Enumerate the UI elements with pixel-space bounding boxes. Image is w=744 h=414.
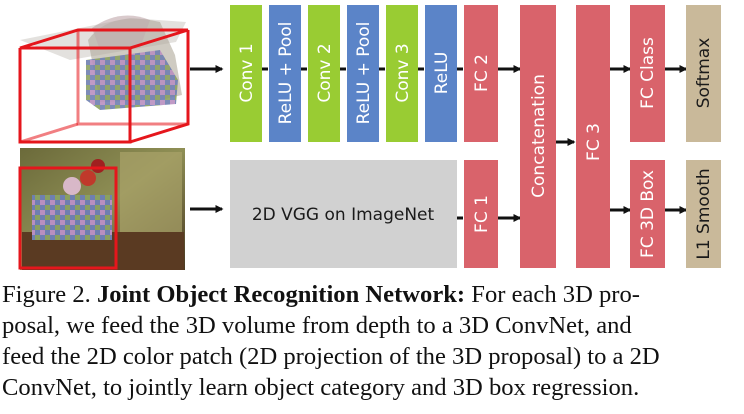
fc2-label: FC 2	[472, 54, 492, 92]
conv2-box	[308, 5, 340, 142]
figure-caption: Figure 2. Joint Object Recognition Netwo…	[2, 279, 740, 403]
relu-label: ReLU	[432, 52, 452, 95]
conv3-box	[386, 5, 418, 142]
network-diagram: Conv 1 ReLU + Pool Conv 2 ReLU + Pool Co…	[18, 5, 721, 270]
fc-class-label: FC Class	[638, 37, 658, 109]
relu-pool-2-box	[347, 5, 379, 142]
fc-class-box	[630, 5, 665, 142]
caption-line-1-text: For each 3D pro-	[465, 281, 640, 308]
conv1-label: Conv 1	[237, 43, 257, 102]
fc1-label: FC 1	[472, 195, 492, 233]
conv2-label: Conv 2	[315, 43, 335, 102]
concatenation-label: Concatenation	[529, 74, 549, 198]
fc3-label: FC 3	[584, 123, 604, 161]
concatenation-box	[520, 5, 556, 268]
l1-smooth-label: L1 Smooth	[694, 168, 714, 259]
relu-pool-1-box	[269, 5, 301, 142]
2d-color-patch-image	[18, 148, 185, 270]
proposal-box-3d	[18, 28, 190, 144]
proposal-box-2d	[18, 166, 118, 270]
fc1-box	[464, 160, 498, 268]
relu-pool-2-label: ReLU + Pool	[354, 22, 374, 125]
conv3-label: Conv 3	[393, 43, 413, 102]
relu-pool-1-label: ReLU + Pool	[276, 22, 296, 125]
caption-line-1: Figure 2. Joint Object Recognition Netwo…	[2, 279, 740, 310]
fc-3d-box-label: FC 3D Box	[638, 170, 658, 258]
fc-3d-box-box	[630, 160, 665, 268]
relu-box	[425, 5, 457, 142]
softmax-label: Softmax	[694, 38, 714, 109]
caption-line-3: feed the 2D color patch (2D projection o…	[2, 343, 660, 370]
caption-figure-number: Figure 2.	[2, 281, 97, 308]
caption-line-4: ConvNet, to jointly learn object categor…	[2, 374, 640, 401]
3d-volume-image	[18, 15, 190, 144]
fc3-box	[576, 5, 610, 268]
connectors	[190, 65, 688, 222]
l1-smooth-box	[686, 160, 721, 268]
conv1-box	[230, 5, 262, 142]
vgg-box	[230, 160, 457, 268]
vgg-label: 2D VGG on ImageNet	[252, 205, 435, 225]
caption-line-2: posal, we feed the 3D volume from depth …	[2, 312, 632, 339]
fc2-box	[464, 5, 498, 142]
softmax-box	[686, 5, 721, 142]
caption-title: Joint Object Recognition Network:	[96, 281, 466, 308]
